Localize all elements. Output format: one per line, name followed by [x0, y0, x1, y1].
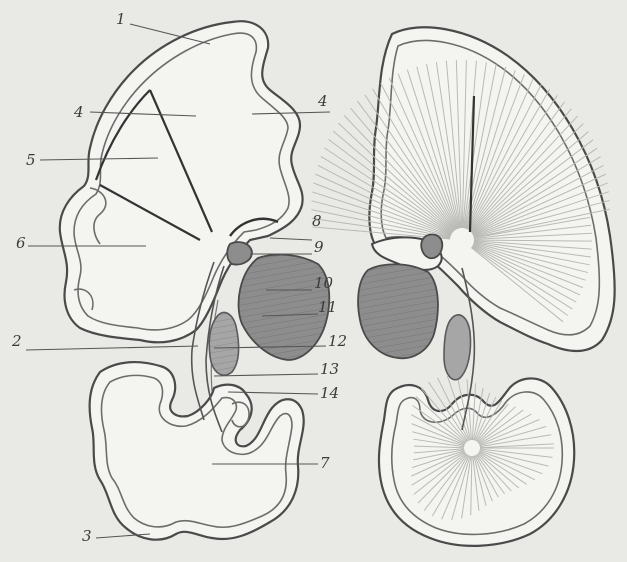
right-thalamus-hatching — [358, 264, 438, 358]
label-1: 1 — [116, 10, 126, 28]
label-12: 12 — [328, 332, 347, 350]
nucleus-12-13-hatching — [209, 312, 238, 375]
label-5: 5 — [26, 151, 36, 169]
label-11: 11 — [318, 298, 337, 316]
label-6: 6 — [16, 234, 26, 252]
right-lower-outline — [379, 378, 574, 545]
label-13: 13 — [320, 360, 339, 378]
label-4b: 4 — [317, 92, 328, 110]
leader-8 — [270, 238, 312, 240]
label-4a: 4 — [73, 103, 84, 121]
leader-2 — [26, 346, 198, 350]
label-10: 10 — [314, 274, 334, 292]
label-3: 3 — [82, 527, 92, 545]
label-14: 14 — [320, 384, 339, 402]
right-nucleus-lenticular — [444, 315, 471, 380]
label-7: 7 — [320, 454, 330, 472]
label-2: 2 — [11, 332, 22, 350]
nucleus-9 — [227, 242, 252, 264]
left-lower-outline — [90, 362, 304, 540]
right-nucleus-small — [421, 235, 442, 259]
label-8: 8 — [312, 212, 322, 230]
right-hemisphere — [311, 27, 614, 546]
label-9: 9 — [314, 238, 324, 256]
